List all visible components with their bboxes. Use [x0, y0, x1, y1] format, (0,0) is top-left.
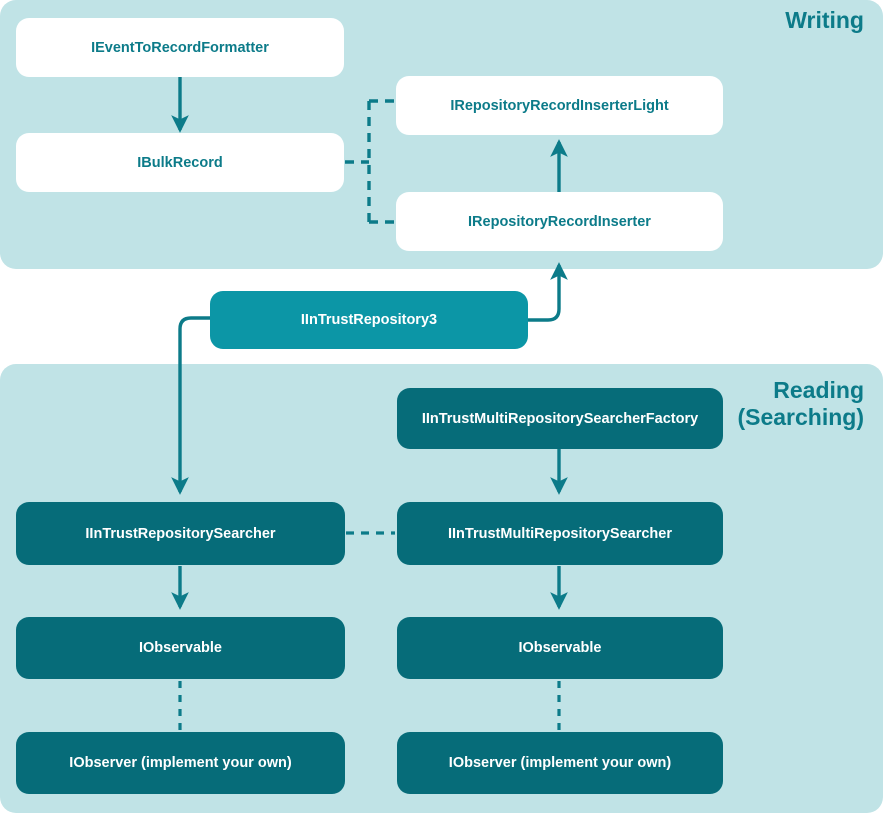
node-bulk-record[interactable]: IBulkRecord [16, 133, 344, 192]
node-intrust-repository-searcher[interactable]: IInTrustRepositorySearcher [16, 502, 345, 565]
panel-writing-label: Writing [785, 7, 864, 33]
node-event-to-record-formatter[interactable]: IEventToRecordFormatter [16, 18, 344, 77]
node-intrust-repository3[interactable]: IInTrustRepository3 [210, 291, 528, 349]
node-repository-record-inserter-light[interactable]: IRepositoryRecordInserterLight [396, 76, 723, 135]
panel-reading-label-line2: (Searching) [737, 404, 864, 430]
node-label: IInTrustRepositorySearcher [85, 525, 276, 542]
node-label: IBulkRecord [137, 154, 223, 171]
node-label: IObserver (implement your own) [69, 755, 292, 771]
node-observer-left[interactable]: IObserver (implement your own) [16, 732, 345, 794]
node-label: IInTrustRepository3 [300, 312, 438, 328]
panel-reading-label: Reading (Searching) [544, 377, 864, 431]
edge-repository3-to-inserter [528, 262, 568, 322]
node-label: IObservable [518, 640, 602, 656]
node-label: IInTrustMultiRepositorySearcher [448, 525, 672, 542]
node-label: IRepositoryRecordInserter [468, 213, 651, 230]
node-label: IRepositoryRecordInserterLight [450, 97, 669, 114]
node-observable-right[interactable]: IObservable [397, 617, 723, 679]
node-repository-record-inserter[interactable]: IRepositoryRecordInserter [396, 192, 723, 251]
node-observer-right[interactable]: IObserver (implement your own) [397, 732, 723, 794]
node-intrust-multi-repository-searcher[interactable]: IInTrustMultiRepositorySearcher [397, 502, 723, 565]
node-label: IObservable [138, 640, 222, 656]
node-label: IObserver (implement your own) [448, 755, 672, 771]
node-label: IInTrustMultiRepositorySearcherFactory [421, 410, 699, 427]
node-multi-repository-searcher-factory[interactable]: IInTrustMultiRepositorySearcherFactory [397, 388, 723, 449]
node-label: IEventToRecordFormatter [91, 39, 269, 56]
node-observable-left[interactable]: IObservable [16, 617, 345, 679]
panel-reading-label-line1: Reading [773, 377, 864, 403]
